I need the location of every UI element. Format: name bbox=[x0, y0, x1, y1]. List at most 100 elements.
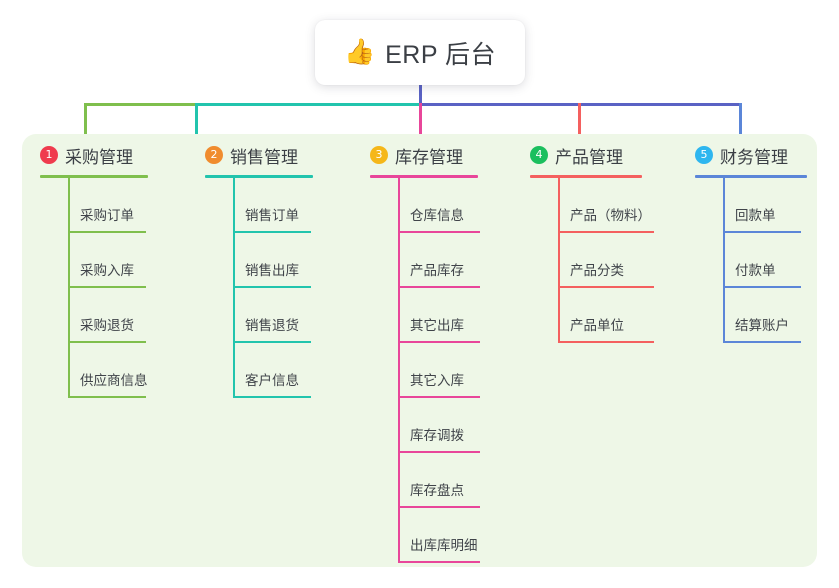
root-title: ERP 后台 bbox=[385, 40, 497, 69]
branch-item-rule bbox=[68, 396, 146, 398]
branch-header-3[interactable]: 3 库存管理 bbox=[370, 142, 478, 168]
branch-item-rule bbox=[68, 286, 146, 288]
branch-header-1[interactable]: 1 采购管理 bbox=[40, 142, 148, 168]
branch-item[interactable]: 产品（物料） bbox=[530, 178, 654, 233]
branch-header-rule bbox=[205, 175, 313, 178]
branch-items: 仓库信息产品库存其它出库其它入库库存调拨库存盘点出库库明细 bbox=[370, 178, 480, 563]
drop-finance bbox=[739, 103, 742, 134]
branch-item[interactable]: 付款单 bbox=[695, 233, 807, 288]
branch-item-rule bbox=[233, 231, 311, 233]
drop-purchase bbox=[84, 103, 87, 134]
branch-number-badge: 3 bbox=[370, 146, 388, 164]
branch-item-rule bbox=[558, 231, 654, 233]
branch-item-label: 库存盘点 bbox=[410, 483, 464, 498]
branch-item-rule bbox=[723, 286, 801, 288]
branch-spine bbox=[233, 178, 235, 398]
branch-item-rule bbox=[398, 561, 480, 563]
branch-column-3: 3 库存管理仓库信息产品库存其它出库其它入库库存调拨库存盘点出库库明细 bbox=[370, 142, 480, 563]
branch-item-rule bbox=[398, 451, 480, 453]
branch-item-label: 销售出库 bbox=[245, 263, 299, 278]
branch-items: 销售订单销售出库销售退货客户信息 bbox=[205, 178, 313, 398]
branch-item-label: 采购退货 bbox=[80, 318, 134, 333]
bar-teal bbox=[195, 103, 419, 106]
diagram-panel bbox=[22, 134, 817, 567]
branch-item[interactable]: 产品库存 bbox=[370, 233, 480, 288]
drop-sales bbox=[195, 103, 198, 134]
branch-items: 回款单付款单结算账户 bbox=[695, 178, 807, 343]
branch-header-rule bbox=[40, 175, 148, 178]
branch-item-rule bbox=[558, 341, 654, 343]
branch-item-rule bbox=[723, 341, 801, 343]
branch-title: 采购管理 bbox=[65, 147, 133, 167]
branch-item-label: 出库库明细 bbox=[410, 538, 478, 553]
branch-spine bbox=[723, 178, 725, 343]
branch-header-4[interactable]: 4 产品管理 bbox=[530, 142, 642, 168]
branch-item[interactable]: 结算账户 bbox=[695, 288, 807, 343]
branch-items: 采购订单采购入库采购退货供应商信息 bbox=[40, 178, 148, 398]
branch-item-label: 销售退货 bbox=[245, 318, 299, 333]
branch-header-5[interactable]: 5 财务管理 bbox=[695, 142, 807, 168]
branch-item[interactable]: 库存调拨 bbox=[370, 398, 480, 453]
branch-title: 库存管理 bbox=[395, 147, 463, 167]
branch-item-label: 其它出库 bbox=[410, 318, 464, 333]
branch-item[interactable]: 销售出库 bbox=[205, 233, 313, 288]
root-node[interactable]: 👍 ERP 后台 bbox=[315, 20, 525, 85]
branch-item[interactable]: 采购入库 bbox=[40, 233, 148, 288]
branch-item-rule bbox=[68, 231, 146, 233]
thumbs-up-icon: 👍 bbox=[343, 38, 376, 66]
branch-item[interactable]: 回款单 bbox=[695, 178, 807, 233]
branch-item[interactable]: 产品单位 bbox=[530, 288, 654, 343]
branch-column-1: 1 采购管理采购订单采购入库采购退货供应商信息 bbox=[40, 142, 148, 398]
drop-product bbox=[578, 103, 581, 134]
branch-item-label: 客户信息 bbox=[245, 373, 299, 388]
branch-item-label: 产品（物料） bbox=[570, 208, 651, 223]
branch-header-rule bbox=[370, 175, 478, 178]
branch-item-label: 库存调拨 bbox=[410, 428, 464, 443]
branch-title: 销售管理 bbox=[230, 147, 298, 167]
branch-title: 产品管理 bbox=[555, 147, 623, 167]
branch-item-rule bbox=[398, 231, 480, 233]
branch-item-label: 产品分类 bbox=[570, 263, 624, 278]
branch-item[interactable]: 销售退货 bbox=[205, 288, 313, 343]
branch-title: 财务管理 bbox=[720, 147, 788, 167]
branch-item-rule bbox=[558, 286, 654, 288]
branch-item[interactable]: 供应商信息 bbox=[40, 343, 148, 398]
branch-item-rule bbox=[233, 286, 311, 288]
branch-item-label: 仓库信息 bbox=[410, 208, 464, 223]
branch-number-badge: 4 bbox=[530, 146, 548, 164]
branch-item[interactable]: 销售订单 bbox=[205, 178, 313, 233]
branch-item-rule bbox=[233, 341, 311, 343]
branch-item-rule bbox=[233, 396, 311, 398]
branch-item-rule bbox=[398, 286, 480, 288]
branch-header-2[interactable]: 2 销售管理 bbox=[205, 142, 313, 168]
branch-item-label: 结算账户 bbox=[735, 318, 789, 333]
branch-item-label: 产品库存 bbox=[410, 263, 464, 278]
branch-header-rule bbox=[695, 175, 807, 178]
branch-number-badge: 1 bbox=[40, 146, 58, 164]
branch-item[interactable]: 库存盘点 bbox=[370, 453, 480, 508]
branch-item[interactable]: 仓库信息 bbox=[370, 178, 480, 233]
branch-item[interactable]: 出库库明细 bbox=[370, 508, 480, 563]
branch-item-label: 付款单 bbox=[735, 263, 776, 278]
branch-item[interactable]: 客户信息 bbox=[205, 343, 313, 398]
branch-column-5: 5 财务管理回款单付款单结算账户 bbox=[695, 142, 807, 343]
branch-item[interactable]: 其它出库 bbox=[370, 288, 480, 343]
branch-item[interactable]: 产品分类 bbox=[530, 233, 654, 288]
branch-item-label: 销售订单 bbox=[245, 208, 299, 223]
branch-item-label: 供应商信息 bbox=[80, 373, 148, 388]
branch-item-label: 采购订单 bbox=[80, 208, 134, 223]
branch-number-badge: 5 bbox=[695, 146, 713, 164]
branch-spine bbox=[68, 178, 70, 398]
branch-number-badge: 2 bbox=[205, 146, 223, 164]
branch-items: 产品（物料） 产品分类产品单位 bbox=[530, 178, 654, 343]
bar-green bbox=[84, 103, 195, 106]
branch-item[interactable]: 其它入库 bbox=[370, 343, 480, 398]
branch-item-rule bbox=[398, 506, 480, 508]
branch-item-label: 回款单 bbox=[735, 208, 776, 223]
branch-item[interactable]: 采购退货 bbox=[40, 288, 148, 343]
branch-item-label: 采购入库 bbox=[80, 263, 134, 278]
branch-spine bbox=[398, 178, 400, 563]
branch-item-rule bbox=[68, 341, 146, 343]
branch-item[interactable]: 采购订单 bbox=[40, 178, 148, 233]
branch-item-label: 产品单位 bbox=[570, 318, 624, 333]
